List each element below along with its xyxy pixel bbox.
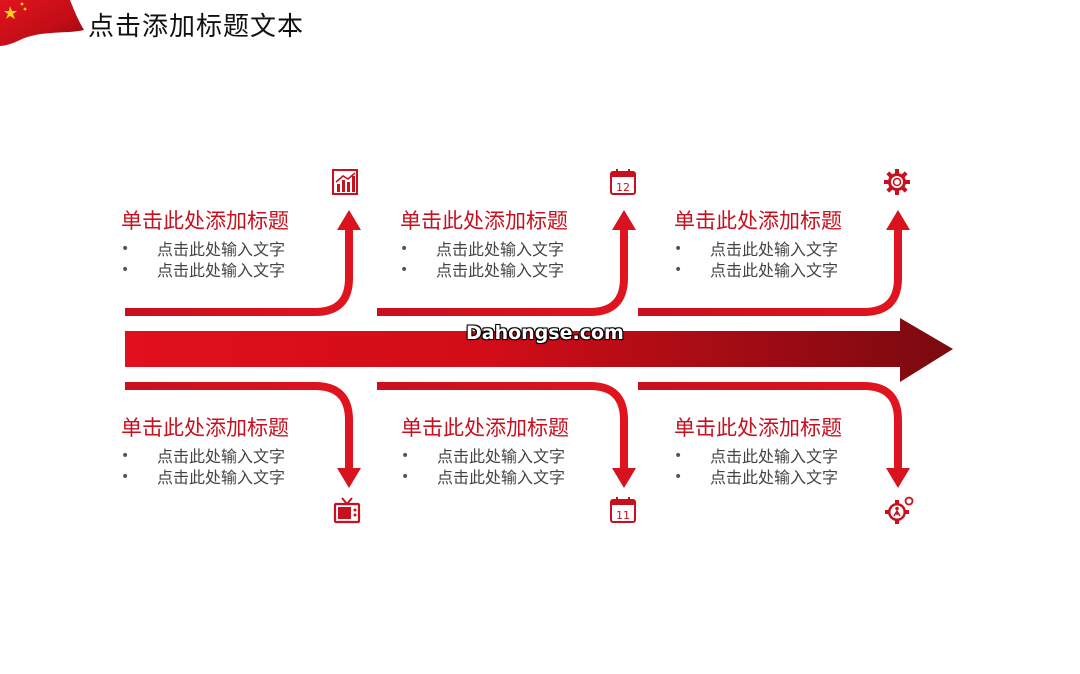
card-top-1: 单击此处添加标题 点击此处输入文字 点击此处输入文字	[121, 205, 351, 281]
flag-decoration	[0, 0, 84, 46]
card-title: 单击此处添加标题	[400, 209, 568, 233]
bullet-item: 点击此处输入文字	[121, 260, 351, 281]
card-bottom-3: 单击此处添加标题 点击此处输入文字 点击此处输入文字	[674, 412, 904, 488]
card-bottom-1: 单击此处添加标题 点击此处输入文字 点击此处输入文字	[121, 412, 351, 488]
card-title: 单击此处添加标题	[674, 209, 842, 233]
branch-arrow-bottom-2	[377, 382, 628, 470]
bullet-list: 点击此处输入文字 点击此处输入文字	[674, 239, 904, 281]
arrowhead-up-3	[886, 210, 910, 230]
bullet-item: 点击此处输入文字	[121, 446, 351, 467]
bullet-item: 点击此处输入文字	[400, 260, 630, 281]
bullet-item: 点击此处输入文字	[674, 239, 904, 260]
card-title: 单击此处添加标题	[401, 416, 569, 440]
gear-person-icon	[884, 496, 914, 526]
calendar-date: 11	[616, 509, 630, 522]
card-top-3: 单击此处添加标题 点击此处输入文字 点击此处输入文字	[674, 205, 904, 281]
card-bottom-2: 单击此处添加标题 点击此处输入文字 点击此处输入文字	[401, 412, 631, 488]
bullet-list: 点击此处输入文字 点击此处输入文字	[400, 239, 630, 281]
bullet-item: 点击此处输入文字	[401, 446, 631, 467]
bullet-list: 点击此处输入文字 点击此处输入文字	[121, 446, 351, 488]
bullet-item: 点击此处输入文字	[674, 260, 904, 281]
calendar-icon: 11	[609, 496, 639, 526]
tv-icon	[333, 496, 363, 526]
gear-icon	[883, 168, 913, 198]
page-title: 点击添加标题文本	[88, 12, 305, 42]
card-title: 单击此处添加标题	[121, 416, 289, 440]
bullet-item: 点击此处输入文字	[121, 467, 351, 488]
bullet-list: 点击此处输入文字 点击此处输入文字	[674, 446, 904, 488]
branch-arrow-bottom-1	[125, 382, 353, 470]
bullet-list: 点击此处输入文字 点击此处输入文字	[121, 239, 351, 281]
card-title: 单击此处添加标题	[121, 209, 289, 233]
bullet-item: 点击此处输入文字	[674, 467, 904, 488]
watermark: Dahongse.com	[466, 322, 624, 344]
bullet-item: 点击此处输入文字	[674, 446, 904, 467]
arrowhead-up-1	[337, 210, 361, 230]
main-arrow	[125, 318, 953, 382]
bullet-list: 点击此处输入文字 点击此处输入文字	[401, 446, 631, 488]
branch-arrow-bottom-3	[638, 382, 902, 470]
calendar-date: 12	[616, 181, 630, 194]
calendar-icon: 12	[609, 168, 639, 198]
bar-chart-icon	[331, 168, 361, 198]
card-title: 单击此处添加标题	[674, 416, 842, 440]
bullet-item: 点击此处输入文字	[121, 239, 351, 260]
bullet-item: 点击此处输入文字	[401, 467, 631, 488]
card-top-2: 单击此处添加标题 点击此处输入文字 点击此处输入文字	[400, 205, 630, 281]
bullet-item: 点击此处输入文字	[400, 239, 630, 260]
arrowhead-up-2	[612, 210, 636, 230]
